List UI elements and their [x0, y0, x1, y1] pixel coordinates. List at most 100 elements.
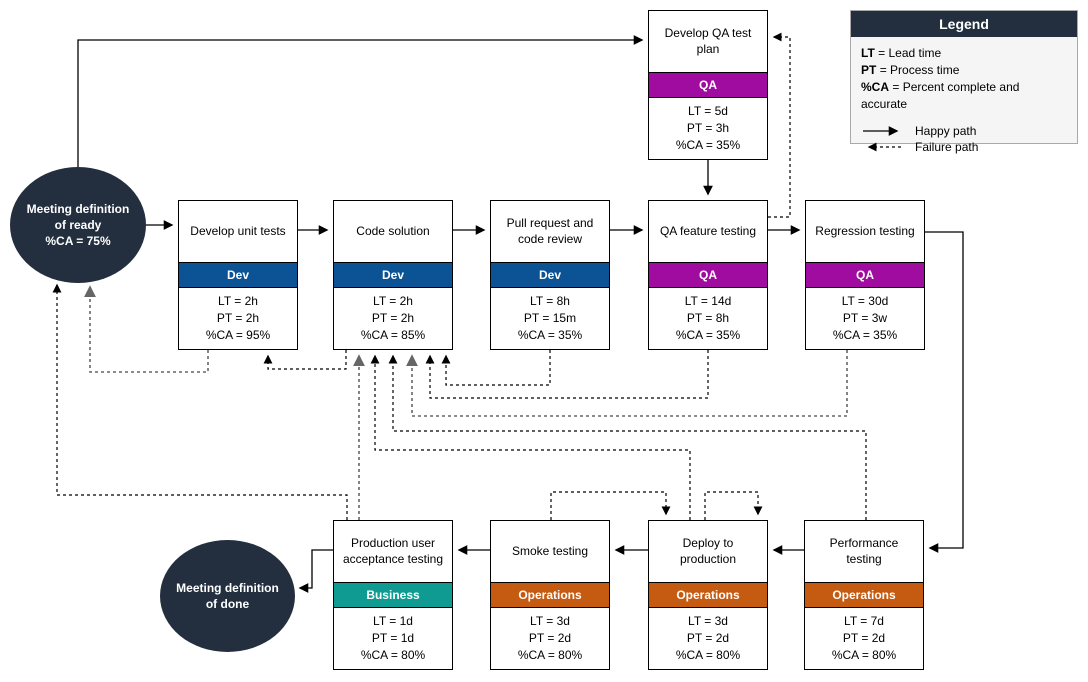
- role-band: QA: [649, 72, 767, 98]
- metrics-block: LT = 3d PT = 2d %CA = 80%: [491, 608, 609, 669]
- legend-entry-ca: %CA = Percent complete and accurate: [861, 79, 1067, 113]
- percent-complete: %CA = 80%: [831, 647, 897, 662]
- percent-complete: %CA = 35%: [832, 327, 898, 342]
- percent-complete: %CA = 35%: [675, 137, 741, 152]
- process-title: Pull request and code review: [506, 215, 594, 246]
- process-qa-feature-testing[interactable]: QA feature testing QA LT = 14d PT = 8h %…: [648, 200, 768, 350]
- lead-time: LT = 2h: [218, 294, 258, 309]
- failure-path-code-solution-to-unit-tests: [263, 350, 347, 370]
- percent-complete: %CA = 35%: [675, 327, 741, 342]
- percent-complete: %CA = 85%: [360, 327, 426, 342]
- lead-time: LT = 5d: [688, 104, 728, 119]
- lead-time: LT = 30d: [841, 294, 889, 309]
- process-code-solution[interactable]: Code solution Dev LT = 2h PT = 2h %CA = …: [333, 200, 453, 350]
- legend-entry-pt: PT = Process time: [861, 62, 1067, 79]
- terminal-meeting-definition-of-ready[interactable]: Meeting definition of ready %CA = 75%: [10, 167, 146, 283]
- failure-path-deploy-self-loop: [704, 491, 763, 520]
- metrics-block: LT = 8h PT = 15m %CA = 35%: [491, 288, 609, 349]
- percent-complete: %CA = 80%: [517, 647, 583, 662]
- lead-time: LT = 1d: [373, 614, 413, 629]
- lead-time: LT = 8h: [530, 294, 570, 309]
- role-band: Dev: [179, 262, 297, 288]
- terminal-done-label: Meeting definition of done: [176, 580, 279, 611]
- metrics-block: LT = 1d PT = 1d %CA = 80%: [334, 608, 452, 669]
- process-pull-request-code-review[interactable]: Pull request and code review Dev LT = 8h…: [490, 200, 610, 350]
- terminal-ready-ca: %CA = 75%: [45, 234, 111, 249]
- process-time: PT = 15m: [523, 311, 577, 326]
- lead-time: LT = 3d: [688, 614, 728, 629]
- happy-path-arrow-icon: [863, 126, 899, 136]
- metrics-block: LT = 30d PT = 3w %CA = 35%: [806, 288, 924, 349]
- process-regression-testing[interactable]: Regression testing QA LT = 30d PT = 3w %…: [805, 200, 925, 350]
- process-time: PT = 3h: [686, 121, 730, 136]
- legend-panel: Legend LT = Lead time PT = Process time …: [850, 10, 1078, 154]
- lead-time: LT = 3d: [530, 614, 570, 629]
- process-time: PT = 1d: [371, 631, 415, 646]
- process-title: Production user acceptance testing: [342, 535, 444, 566]
- process-title: Performance testing: [829, 535, 899, 566]
- process-smoke-testing[interactable]: Smoke testing Operations LT = 3d PT = 2d…: [490, 520, 610, 670]
- process-production-user-acceptance-testing[interactable]: Production user acceptance testing Busin…: [333, 520, 453, 670]
- happy-path-ready-to-qa-test-plan: [77, 35, 644, 167]
- role-band: Operations: [491, 582, 609, 608]
- legend-body: LT = Lead time PT = Process time %CA = P…: [851, 37, 1077, 155]
- process-title: Deploy to production: [679, 535, 737, 566]
- role-band: QA: [649, 262, 767, 288]
- legend-key: LT: [861, 46, 875, 60]
- process-performance-testing[interactable]: Performance testing Operations LT = 7d P…: [804, 520, 924, 670]
- metrics-block: LT = 3d PT = 2d %CA = 80%: [649, 608, 767, 669]
- process-title: Develop unit tests: [190, 223, 286, 238]
- process-title: Smoke testing: [511, 543, 589, 558]
- failure-path-performance-to-code-solution: [388, 354, 867, 520]
- process-time: PT = 2d: [686, 631, 730, 646]
- process-time: PT = 3w: [842, 311, 888, 326]
- process-title: Regression testing: [815, 223, 915, 238]
- legend-entry-lt: LT = Lead time: [861, 45, 1067, 62]
- process-deploy-to-production[interactable]: Deploy to production Operations LT = 3d …: [648, 520, 768, 670]
- legend-path-label: Happy path: [915, 124, 977, 138]
- legend-key: PT: [861, 63, 877, 77]
- failure-path-deploy-to-code-solution: [370, 354, 691, 520]
- metrics-block: LT = 5d PT = 3h %CA = 35%: [649, 98, 767, 159]
- failure-path-arrow-icon: [867, 142, 901, 152]
- process-time: PT = 2d: [842, 631, 886, 646]
- percent-complete: %CA = 35%: [517, 327, 583, 342]
- legend-path-label: Failure path: [915, 140, 979, 154]
- process-title: Develop QA test plan: [664, 25, 752, 56]
- process-develop-qa-test-plan[interactable]: Develop QA test plan QA LT = 5d PT = 3h …: [648, 10, 768, 160]
- role-band: Operations: [805, 582, 923, 608]
- percent-complete: %CA = 95%: [205, 327, 271, 342]
- failure-path-qa-feature-to-code-solution: [425, 350, 709, 399]
- role-band: Operations: [649, 582, 767, 608]
- failure-path-qa-feature-to-qa-test-plan: [768, 32, 791, 218]
- legend-key: %CA: [861, 80, 890, 94]
- legend-happy-path: Happy path: [861, 123, 1067, 139]
- process-time: PT = 2h: [216, 311, 260, 326]
- terminal-ready-label: Meeting definition of ready: [26, 201, 130, 232]
- lead-time: LT = 14d: [684, 294, 732, 309]
- legend-desc: = Lead time: [878, 46, 942, 60]
- happy-path-uat-to-done: [298, 549, 333, 593]
- process-title: Code solution: [356, 223, 430, 238]
- happy-path-regression-to-performance: [925, 231, 964, 553]
- legend-path-samples: Happy path Failure path: [861, 123, 1067, 155]
- legend-desc: = Process time: [879, 63, 960, 77]
- failure-path-smoke-to-deploy: [550, 491, 671, 520]
- percent-complete: %CA = 80%: [675, 647, 741, 662]
- process-time: PT = 2d: [528, 631, 572, 646]
- legend-title: Legend: [851, 11, 1077, 37]
- legend-desc: = Percent complete and accurate: [861, 80, 1020, 111]
- process-time: PT = 8h: [686, 311, 730, 326]
- metrics-block: LT = 2h PT = 2h %CA = 85%: [334, 288, 452, 349]
- failure-path-pull-request-to-code-solution: [441, 350, 551, 386]
- legend-failure-path: Failure path: [861, 139, 1067, 155]
- role-band: QA: [806, 262, 924, 288]
- terminal-meeting-definition-of-done[interactable]: Meeting definition of done: [160, 540, 295, 652]
- process-time: PT = 2h: [371, 311, 415, 326]
- metrics-block: LT = 7d PT = 2d %CA = 80%: [805, 608, 923, 669]
- process-title: QA feature testing: [659, 223, 757, 238]
- process-develop-unit-tests[interactable]: Develop unit tests Dev LT = 2h PT = 2h %…: [178, 200, 298, 350]
- metrics-block: LT = 2h PT = 2h %CA = 95%: [179, 288, 297, 349]
- role-band: Dev: [334, 262, 452, 288]
- lead-time: LT = 2h: [373, 294, 413, 309]
